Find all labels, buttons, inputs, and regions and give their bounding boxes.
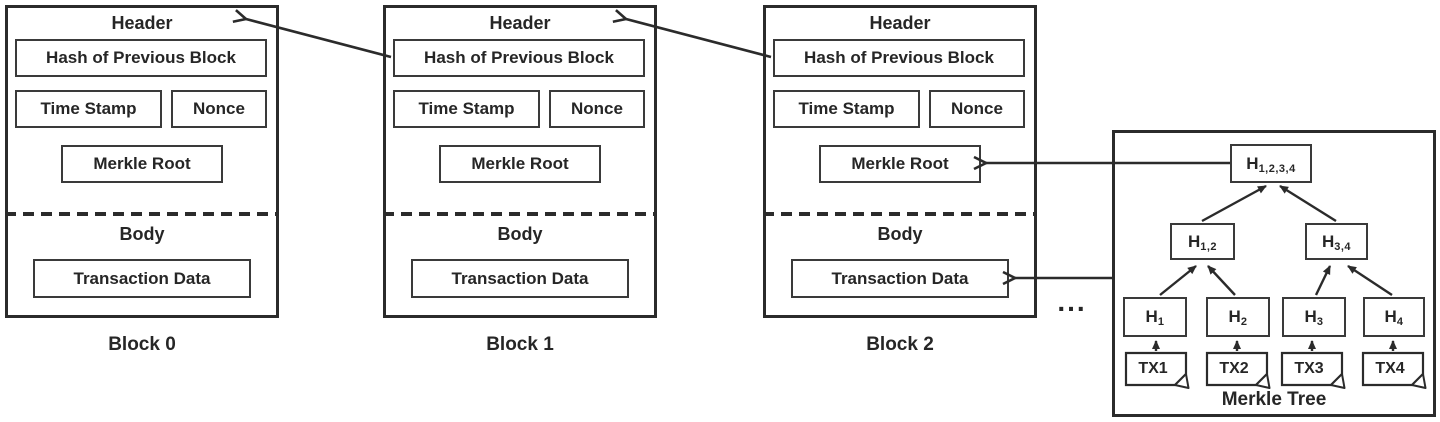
block-0: Header Hash of Previous Block Time Stamp… bbox=[5, 5, 279, 318]
block-0-caption: Block 0 bbox=[108, 334, 176, 355]
merkle-node-root-base: H bbox=[1246, 153, 1259, 173]
block-1-body-label: Body bbox=[497, 224, 543, 244]
block-0-transaction-data-box: Transaction Data bbox=[33, 259, 251, 298]
block-1: Header Hash of Previous Block Time Stamp… bbox=[383, 5, 657, 318]
transaction-node-tx1: TX1 bbox=[1124, 351, 1190, 389]
transaction-node-tx3-label: TX3 bbox=[1294, 360, 1324, 377]
block-2-nonce-box: Nonce bbox=[929, 90, 1025, 128]
block-2-time-stamp-box: Time Stamp bbox=[773, 90, 920, 128]
merkle-node-h3-subscript: 3 bbox=[1316, 316, 1324, 328]
merkle-node-h1-subscript: 1 bbox=[1157, 316, 1165, 328]
block-0-header-label: Header bbox=[111, 13, 173, 33]
transaction-node-tx2-label: TX2 bbox=[1219, 360, 1249, 377]
merkle-node-root-subscript: 1,2,3,4 bbox=[1258, 162, 1296, 175]
block-0-hash-of-previous-block-box: Hash of Previous Block bbox=[15, 39, 267, 77]
merkle-node-h4-base: H bbox=[1384, 307, 1397, 326]
merkle-node-h12-base: H bbox=[1187, 231, 1201, 251]
block-2-caption: Block 2 bbox=[866, 334, 934, 355]
block-0-header-body-divider bbox=[5, 212, 279, 216]
chain-continuation-ellipsis: ... bbox=[1057, 286, 1087, 317]
block-2-header-body-divider bbox=[763, 212, 1037, 216]
block-2-hash-of-previous-block-box: Hash of Previous Block bbox=[773, 39, 1025, 77]
merkle-node-h34-base: H bbox=[1321, 231, 1335, 251]
merkle-node-h1-base: H bbox=[1145, 307, 1158, 326]
transaction-node-tx2: TX2 bbox=[1205, 351, 1271, 389]
merkle-node-h12-subscript: 1,2 bbox=[1200, 240, 1218, 253]
block-1-header-label: Header bbox=[489, 13, 551, 33]
block-2: Header Hash of Previous Block Time Stamp… bbox=[763, 5, 1037, 318]
block-1-transaction-data-box: Transaction Data bbox=[411, 259, 629, 298]
document-shape-icon bbox=[1280, 351, 1346, 389]
block-1-hash-of-previous-block-box: Hash of Previous Block bbox=[393, 39, 645, 77]
merkle-node-h34-subscript: 3,4 bbox=[1334, 240, 1352, 253]
transaction-node-tx3: TX3 bbox=[1280, 351, 1346, 389]
block-2-transaction-data-box: Transaction Data bbox=[791, 259, 1009, 298]
merkle-node-h3-base: H bbox=[1304, 307, 1317, 326]
block-0-time-stamp-box: Time Stamp bbox=[15, 90, 162, 128]
block-0-merkle-root-box: Merkle Root bbox=[61, 145, 223, 183]
merkle-tree-caption: Merkle Tree bbox=[1221, 389, 1327, 410]
transaction-node-tx4-label: TX4 bbox=[1375, 360, 1405, 377]
block-2-merkle-root-box: Merkle Root bbox=[819, 145, 981, 183]
block-1-header-body-divider bbox=[383, 212, 657, 216]
block-0-nonce-box: Nonce bbox=[171, 90, 267, 128]
transaction-node-tx4: TX4 bbox=[1361, 351, 1427, 389]
block-1-merkle-root-box: Merkle Root bbox=[439, 145, 601, 183]
document-shape-icon bbox=[1124, 351, 1190, 389]
block-2-header-label: Header bbox=[869, 13, 931, 33]
document-shape-icon bbox=[1361, 351, 1427, 389]
merkle-node-h4-subscript: 4 bbox=[1396, 316, 1404, 328]
merkle-node-h2-subscript: 2 bbox=[1240, 316, 1248, 328]
block-2-body-label: Body bbox=[877, 224, 923, 244]
transaction-node-tx1-label: TX1 bbox=[1138, 360, 1168, 377]
block-0-body-label: Body bbox=[119, 224, 165, 244]
block-1-time-stamp-box: Time Stamp bbox=[393, 90, 540, 128]
block-1-caption: Block 1 bbox=[486, 334, 554, 355]
merkle-node-h2-base: H bbox=[1228, 307, 1241, 326]
document-shape-icon bbox=[1205, 351, 1271, 389]
block-1-nonce-box: Nonce bbox=[549, 90, 645, 128]
